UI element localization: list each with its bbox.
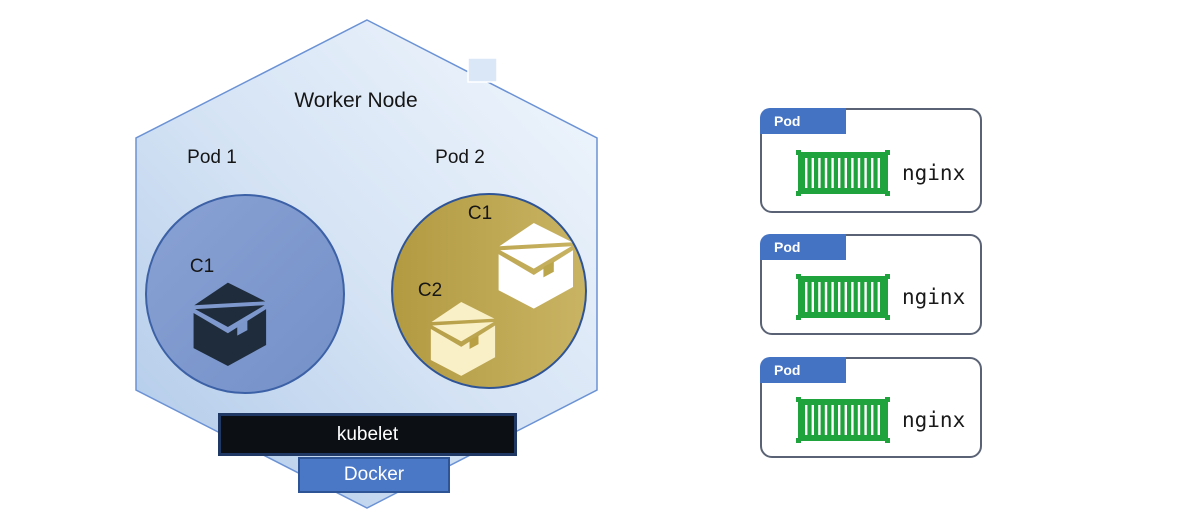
pod-tab: Pod — [760, 234, 846, 260]
kubelet-bar: kubelet — [218, 413, 517, 456]
worker-node-title: Worker Node — [294, 89, 418, 112]
pod-card: Pod nginx — [760, 108, 982, 213]
pod-card: Pod nginx — [760, 234, 982, 335]
pod-card-content: nginx — [762, 260, 980, 333]
notch-rectangle — [467, 57, 498, 83]
pod-tab: Pod — [760, 108, 846, 134]
pod1-label: Pod 1 — [187, 147, 237, 168]
shipping-container-icon — [796, 397, 890, 443]
pod-card: Pod nginx — [760, 357, 982, 458]
container-name: nginx — [902, 407, 966, 432]
docker-bar: Docker — [298, 457, 450, 493]
pod1-container-c1-label: C1 — [189, 256, 215, 277]
container-name: nginx — [902, 284, 966, 309]
pod-tab: Pod — [760, 357, 846, 383]
pod-card-content: nginx — [762, 134, 980, 211]
container-name: nginx — [902, 160, 966, 185]
shipping-container-icon — [796, 150, 890, 196]
pod2-label: Pod 2 — [435, 147, 485, 168]
pod-card-content: nginx — [762, 383, 980, 456]
pod2-container-c2-label: C2 — [417, 280, 443, 301]
shipping-container-icon — [796, 274, 890, 320]
pod2-container-c1-label: C1 — [467, 203, 493, 224]
